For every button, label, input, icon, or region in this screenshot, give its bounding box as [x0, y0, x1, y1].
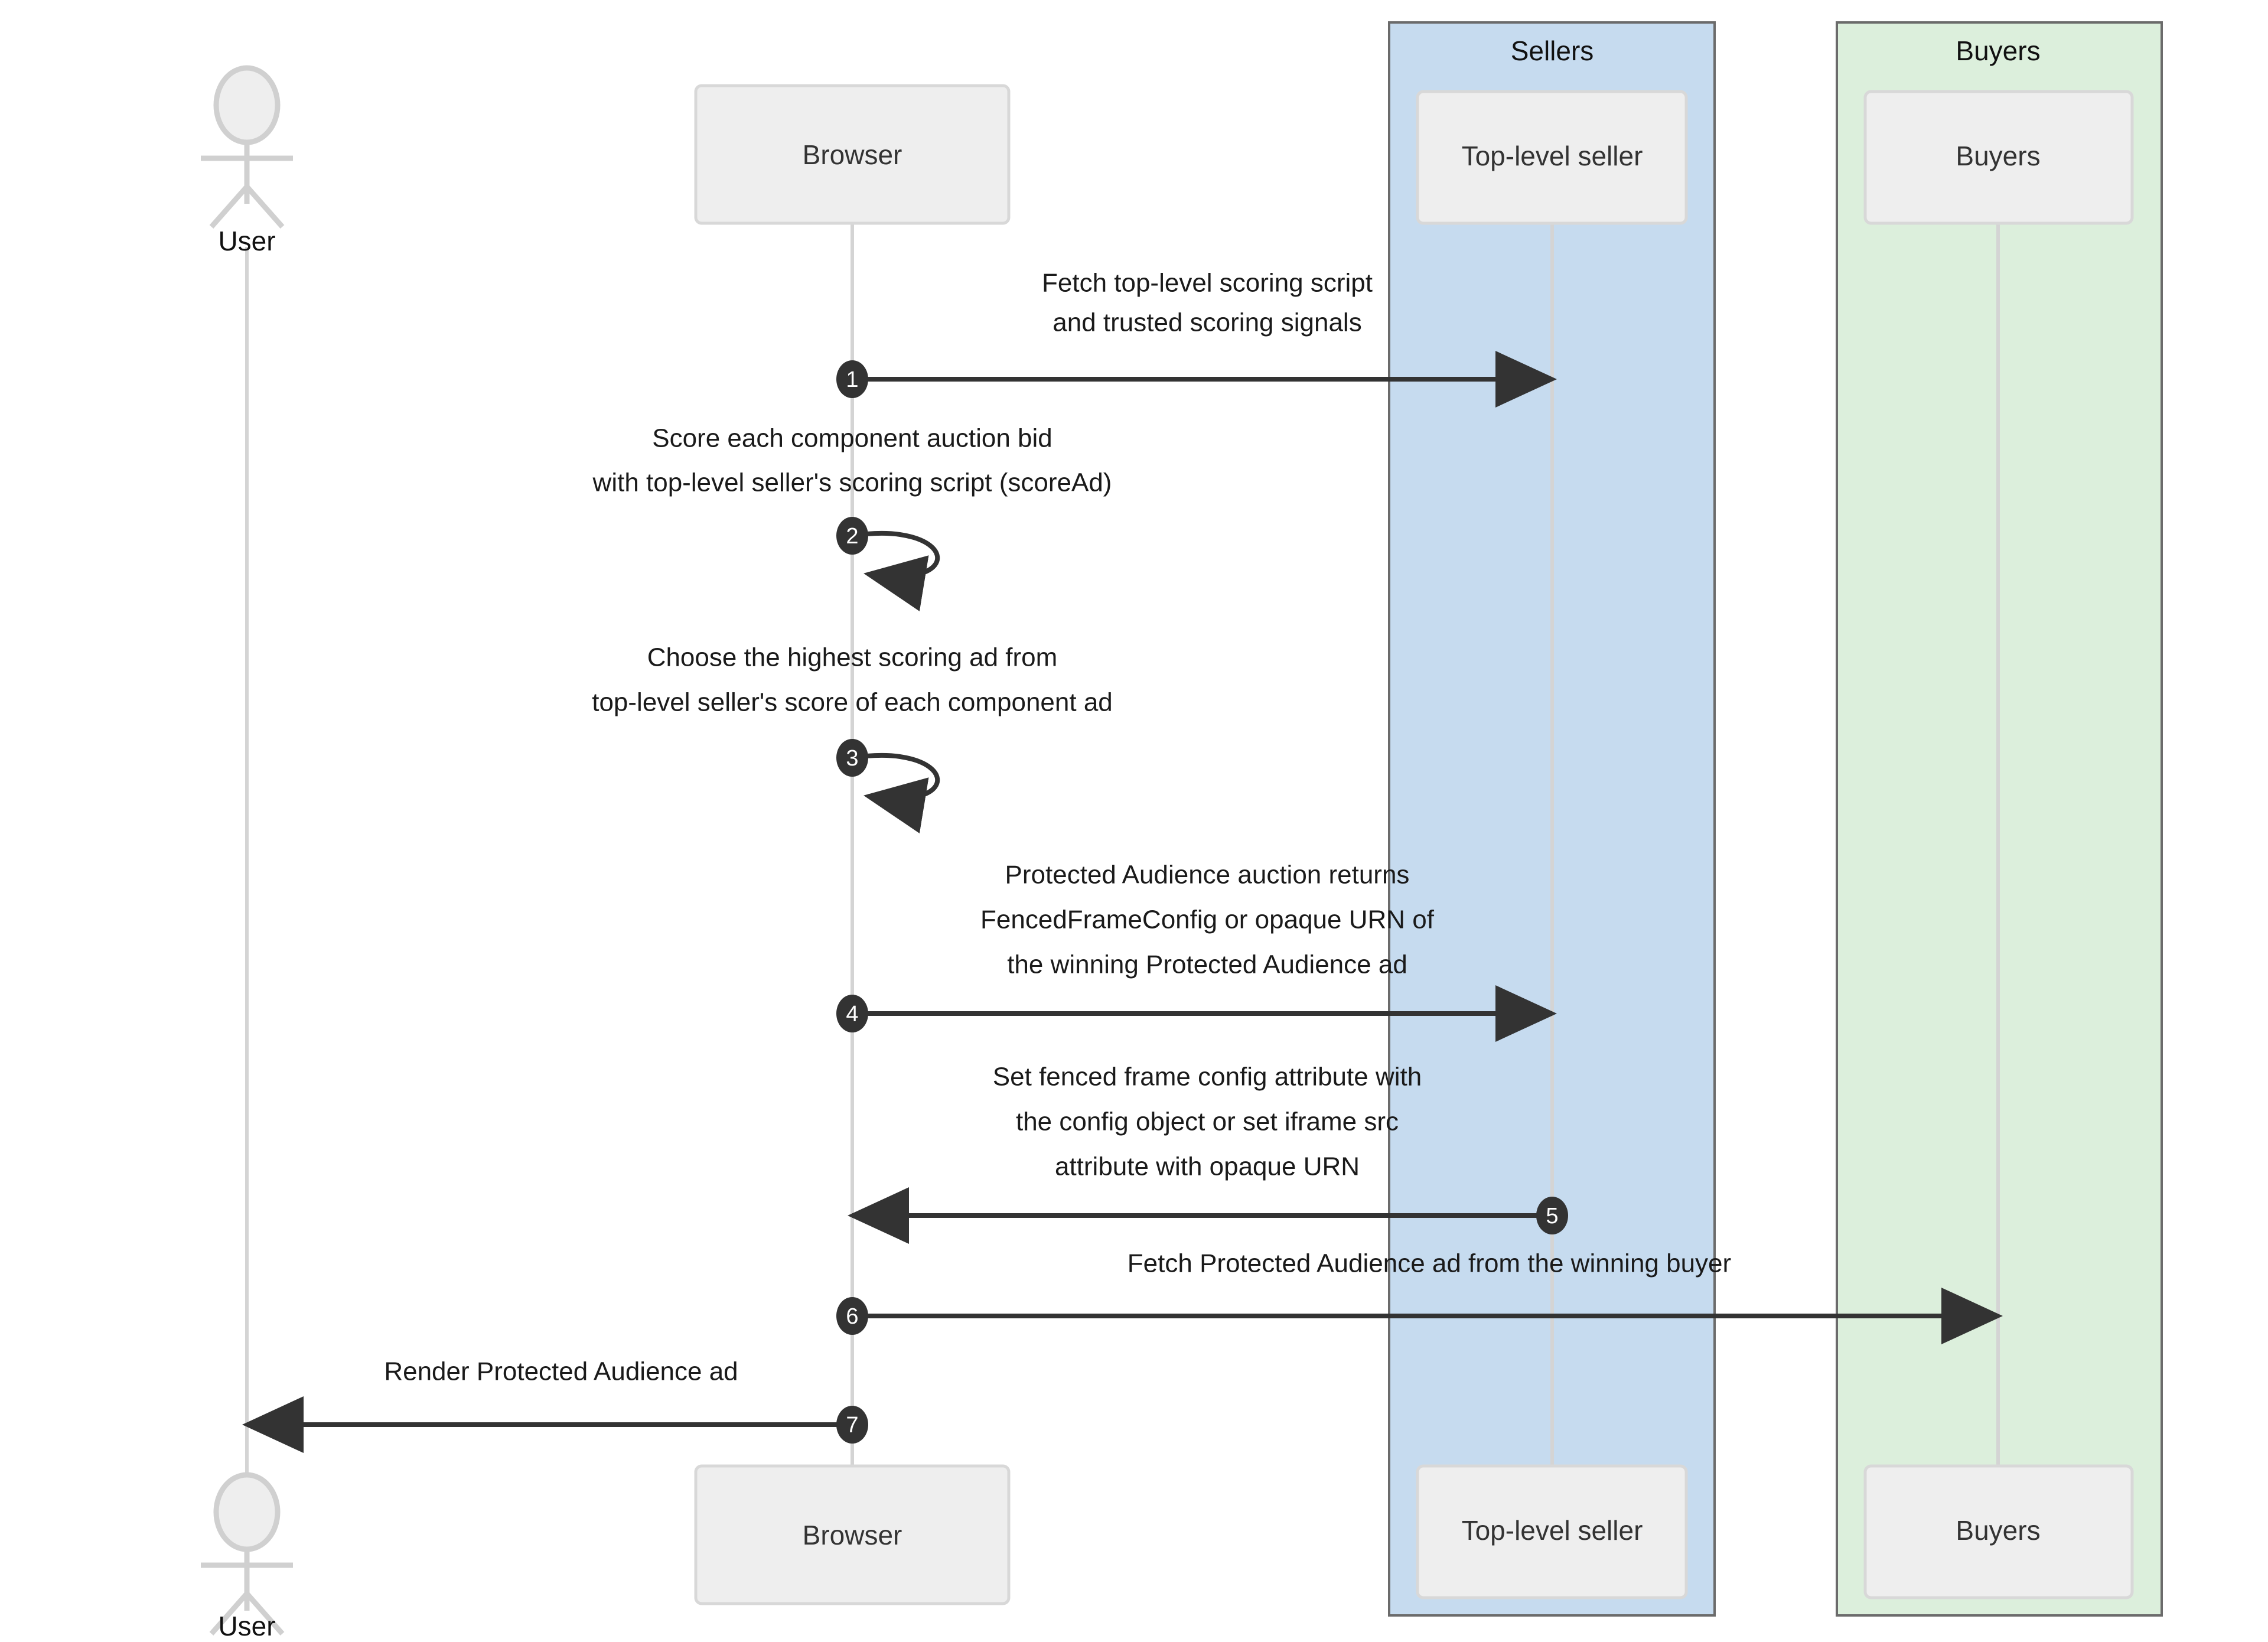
participant-top-level-seller-top-label: Top-level seller	[1462, 141, 1643, 171]
actor-user-top[interactable]: User	[201, 65, 293, 256]
user-head-icon	[213, 65, 281, 145]
actor-user-bottom-label: User	[218, 1611, 275, 1641]
participant-top-level-seller-top-box	[1416, 90, 1688, 225]
message-4-label-line-3: the winning Protected Audience ad	[1007, 950, 1407, 979]
participant-top-level-seller-bottom-label: Top-level seller	[1462, 1515, 1643, 1546]
message-4-label-line-1: Protected Audience auction returns	[1005, 861, 1410, 890]
message-3-badge	[836, 739, 868, 777]
message-4-badge-number: 4	[846, 1002, 858, 1027]
message-1-badge-number: 1	[846, 367, 858, 392]
message-1-label-line-2: and trusted scoring signals	[1052, 308, 1361, 337]
message-6-label-line-1: Fetch Protected Audience ad from the win…	[1128, 1249, 1731, 1278]
message-5-label-line-2: the config object or set iframe src	[1016, 1107, 1399, 1136]
message-7-badge-number: 7	[846, 1413, 858, 1438]
message-6-badge	[836, 1297, 868, 1335]
message-7-label-line-1: Render Protected Audience ad	[384, 1357, 738, 1386]
actor-user-bottom[interactable]: User	[201, 1472, 293, 1641]
message-3-self-loop	[852, 753, 940, 833]
message-4-label-line-2: FencedFrameConfig or opaque URN of	[980, 905, 1435, 934]
participant-buyers-top[interactable]: Buyers	[1863, 90, 2134, 225]
message-3-label-line-1: Choose the highest scoring ad from	[647, 643, 1058, 672]
message-2-badge	[836, 517, 868, 555]
message-5[interactable]: Set fenced frame config attribute with t…	[848, 1063, 1568, 1244]
message-2-label-line-1: Score each component auction bid	[652, 424, 1052, 453]
message-2-self-loop	[852, 531, 940, 611]
message-3-badge-number: 3	[846, 746, 858, 771]
message-5-badge	[1536, 1197, 1568, 1234]
message-5-label-line-3: attribute with opaque URN	[1055, 1152, 1360, 1181]
message-2-label-line-2: with top-level seller's scoring script (…	[592, 468, 1112, 497]
message-4[interactable]: Protected Audience auction returns Fence…	[836, 861, 1557, 1042]
group-buyers-label: Buyers	[1956, 35, 2040, 66]
participant-browser-bottom-label: Browser	[803, 1520, 902, 1550]
participant-browser-bottom[interactable]: Browser	[694, 1464, 1011, 1605]
message-6[interactable]: Fetch Protected Audience ad from the win…	[836, 1249, 2003, 1344]
participant-browser-top-label: Browser	[803, 139, 902, 170]
message-5-label-line-1: Set fenced frame config attribute with	[993, 1063, 1422, 1092]
participant-buyers-bottom-label: Buyers	[1956, 1515, 2040, 1546]
user-leg-right-icon	[245, 185, 285, 229]
participant-buyers-bottom-box	[1863, 1464, 2134, 1599]
message-5-badge-number: 5	[1546, 1204, 1558, 1229]
user-leg-left-icon	[209, 185, 249, 229]
participant-browser-bottom-box	[694, 1464, 1011, 1605]
user-leg-left-icon	[209, 1592, 249, 1636]
message-3[interactable]: Choose the highest scoring ad from top-l…	[592, 643, 1113, 833]
message-6-badge-number: 6	[846, 1304, 858, 1329]
user-leg-right-icon	[245, 1592, 285, 1636]
message-2-badge-number: 2	[846, 524, 858, 549]
message-2[interactable]: Score each component auction bid with to…	[592, 424, 1112, 611]
participant-buyers-top-box	[1863, 90, 2134, 225]
participant-browser-top[interactable]: Browser	[694, 84, 1011, 225]
participant-top-level-seller-top[interactable]: Top-level seller	[1416, 90, 1688, 225]
message-3-label-line-2: top-level seller's score of each compone…	[592, 688, 1113, 717]
message-7[interactable]: Render Protected Audience ad 7	[242, 1357, 868, 1453]
participant-browser-top-box	[694, 84, 1011, 225]
message-1-label-line-1: Fetch top-level scoring script	[1042, 269, 1373, 298]
actor-user-top-label: User	[218, 226, 275, 256]
message-1-badge	[836, 360, 868, 398]
message-7-badge	[836, 1406, 868, 1444]
message-1[interactable]: Fetch top-level scoring script and trust…	[836, 269, 1557, 408]
message-4-badge	[836, 995, 868, 1032]
participant-buyers-top-label: Buyers	[1956, 141, 2040, 171]
user-head-icon	[213, 1472, 281, 1552]
participant-buyers-bottom[interactable]: Buyers	[1863, 1464, 2134, 1599]
participant-top-level-seller-bottom[interactable]: Top-level seller	[1416, 1464, 1688, 1599]
group-sellers-label: Sellers	[1511, 35, 1594, 66]
participant-top-level-seller-bottom-box	[1416, 1464, 1688, 1599]
